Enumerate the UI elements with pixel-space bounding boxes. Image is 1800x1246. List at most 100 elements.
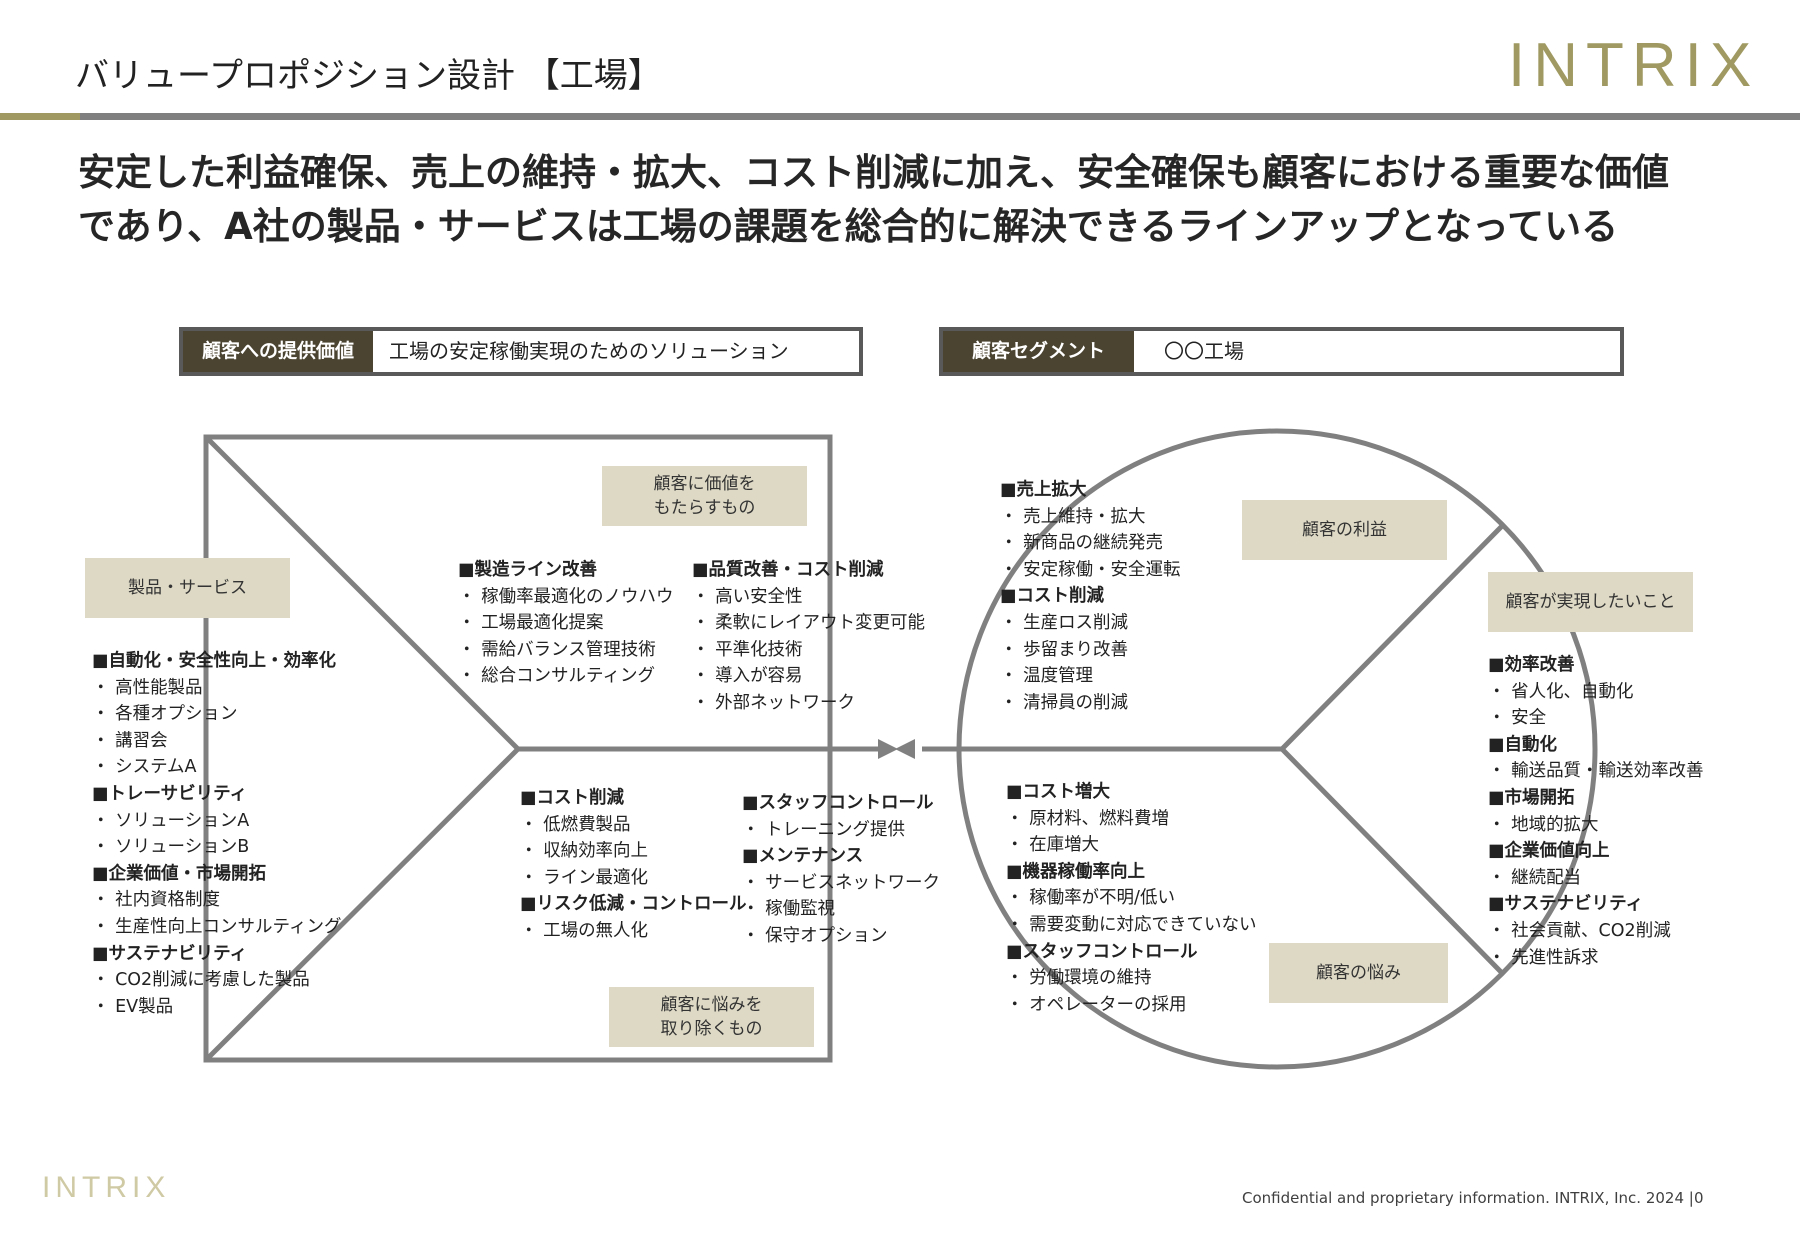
list-heading: ■自動化 (1488, 734, 1558, 755)
gain-creators-left-list: ■製造ライン改善 ・ 稼働率最適化のノウハウ ・ 工場最適化提案 ・ 需給バラン… (458, 557, 674, 690)
list-item: ・ 低燃費製品 (520, 814, 631, 835)
list-heading: ■コスト増大 (1006, 782, 1111, 802)
list-heading: ■品質改善・コスト削減 (692, 560, 884, 580)
list-item: ・ 社内資格制度 (92, 890, 221, 911)
page-title: バリュープロポジション設計 【工場】 (75, 56, 662, 96)
value-map-diagonal-top (204, 435, 520, 751)
tag-pains: 顧客の悩み (1269, 943, 1448, 1003)
list-item: ・ 労働環境の維持 (1006, 968, 1152, 989)
list-item: ・ 売上維持・拡大 (1000, 506, 1146, 527)
list-item: ・ 総合コンサルティング (458, 666, 656, 687)
list-item: ・ 外部ネットワーク (692, 692, 856, 713)
list-item: ・ 生産ロス削減 (1000, 612, 1129, 633)
list-item: ・ 工場最適化提案 (458, 613, 604, 634)
intrix-footer-logo: INTRIX (42, 1171, 171, 1204)
list-heading: ■企業価値・市場開拓 (92, 863, 267, 884)
tag-products-services: 製品・サービス (85, 558, 290, 618)
list-item: ・ 稼働監視 (742, 899, 836, 920)
list-item: ・ 需要変動に対応できていない (1006, 914, 1257, 935)
customer-jobs-list: ■効率改善 ・ 省人化、自動化 ・ 安全 ■自動化 ・ 輸送品質・輸送効率改善 … (1488, 652, 1704, 971)
list-item: ・ ソリューションB (92, 837, 250, 858)
list-item: ・ 生産性向上コンサルティング (92, 916, 342, 937)
list-item: ・ 柔軟にレイアウト変更可能 (692, 613, 926, 634)
list-item: ・ 安全 (1488, 708, 1547, 729)
list-item: ・ ライン最適化 (520, 867, 649, 888)
list-heading: ■サステナビリティ (92, 943, 248, 964)
list-item: ・ 工場の無人化 (520, 920, 649, 941)
list-item: ・ 高性能製品 (92, 677, 203, 698)
list-item: ・ 需給バランス管理技術 (458, 639, 656, 660)
pains-list: ■コスト増大 ・ 原材料、燃料費増 ・ 在庫増大 ■機器稼働率向上 ・ 稼働率が… (1006, 779, 1257, 1018)
list-heading: ■自動化・安全性向上・効率化 (92, 651, 337, 671)
tag-gains: 顧客の利益 (1242, 500, 1447, 560)
pain-relievers-right-list: ■スタッフコントロール ・ トレーニング提供 ■メンテナンス ・ サービスネット… (742, 790, 940, 950)
arrow-right-icon (878, 739, 898, 759)
list-heading: ■市場開拓 (1488, 787, 1575, 808)
list-item: ・ ソリューションA (92, 810, 250, 831)
customer-segment-label: 顧客セグメント (943, 331, 1134, 372)
tag-gain-creators-line-1: 顧客に価値を (653, 474, 756, 494)
customer-profile-line-bottom (1280, 747, 1505, 976)
list-item: ・ 高い安全性 (692, 586, 803, 607)
products-services-list: ■自動化・安全性向上・効率化 ・ 高性能製品 ・ 各種オプション ・ 講習会 ・… (92, 648, 342, 1020)
list-heading: ■スタッフコントロール (1006, 941, 1198, 962)
list-item: ・ 講習会 (92, 730, 168, 751)
list-heading: ■効率改善 (1488, 655, 1575, 675)
tag-customer-jobs: 顧客が実現したいこと (1488, 572, 1693, 632)
value-proposition-box: 顧客への提供価値 工場の安定稼働実現のためのソリューション (179, 327, 863, 376)
list-item: ・ 在庫増大 (1006, 835, 1100, 856)
list-item: ・ システムA (92, 757, 197, 778)
list-item: ・ 温度管理 (1000, 666, 1094, 687)
value-proposition-label: 顧客への提供価値 (183, 331, 373, 372)
list-item: ・ 清掃員の削減 (1000, 692, 1129, 713)
gains-list: ■売上拡大 ・ 売上維持・拡大 ・ 新商品の継続発売 ・ 安定稼働・安全運転 ■… (1000, 477, 1181, 716)
list-item: ・ トレーニング提供 (742, 819, 906, 840)
tag-pain-relievers-line-1: 顧客に悩みを (660, 995, 763, 1015)
list-item: ・ 保守オプション (742, 925, 888, 946)
tag-gain-creators: 顧客に価値を もたらすもの (602, 466, 807, 526)
list-heading: ■コスト削減 (1000, 586, 1105, 607)
page-number: 0 (1694, 1189, 1704, 1207)
headline: 安定した利益確保、売上の維持・拡大、コスト削減に加え、安全確保も顧客における重要… (78, 146, 1738, 254)
list-item: ・ 収納効率向上 (520, 841, 649, 862)
list-heading: ■トレーサビリティ (92, 783, 248, 804)
headline-line-2: であり、A社の製品・サービスは工場の課題を総合的に解決できるラインアップとなって… (78, 205, 1619, 248)
list-item: ・ 稼働率が不明/低い (1006, 888, 1175, 909)
list-item: ・ 新商品の継続発売 (1000, 533, 1164, 554)
list-item: ・ 輸送品質・輸送効率改善 (1488, 761, 1704, 782)
list-item: ・ 原材料、燃料費増 (1006, 808, 1170, 829)
list-item: ・ 導入が容易 (692, 666, 803, 687)
list-item: ・ 各種オプション (92, 704, 238, 725)
customer-segment-box: 顧客セグメント 〇〇工場 (939, 327, 1624, 376)
pain-relievers-left-list: ■コスト削減 ・ 低燃費製品 ・ 収納効率向上 ・ ライン最適化 ■リスク低減・… (520, 785, 747, 945)
gain-creators-right-list: ■品質改善・コスト削減 ・ 高い安全性 ・ 柔軟にレイアウト変更可能 ・ 平準化… (692, 557, 925, 717)
list-item: ・ 先進性訴求 (1488, 947, 1599, 968)
list-item: ・ CO2削減に考慮した製品 (92, 970, 310, 991)
list-heading: ■製造ライン改善 (458, 560, 598, 580)
confidential-notice: Confidential and proprietary information… (1242, 1189, 1694, 1207)
tag-gain-creators-line-2: もたらすもの (653, 498, 756, 518)
title-divider (0, 113, 1800, 120)
tag-pain-relievers-line-2: 取り除くもの (660, 1019, 763, 1039)
list-item: ・ EV製品 (92, 996, 174, 1017)
headline-line-1: 安定した利益確保、売上の維持・拡大、コスト削減に加え、安全確保も顧客における重要… (78, 151, 1669, 194)
list-item: ・ 稼働率最適化のノウハウ (458, 586, 674, 607)
tag-pain-relievers: 顧客に悩みを 取り除くもの (609, 987, 814, 1047)
intrix-logo: INTRIX (1508, 31, 1760, 100)
list-heading: ■スタッフコントロール (742, 793, 934, 813)
customer-segment-value: 〇〇工場 (1164, 339, 1244, 363)
list-item: ・ 地域的拡大 (1488, 814, 1599, 835)
list-heading: ■メンテナンス (742, 846, 864, 867)
list-heading: ■企業価値向上 (1488, 841, 1610, 862)
list-heading: ■コスト削減 (520, 788, 625, 808)
title-divider-accent (0, 113, 80, 120)
list-item: ・ 平準化技術 (692, 639, 803, 660)
list-heading: ■機器稼働率向上 (1006, 861, 1146, 882)
list-item: ・ 歩留まり改善 (1000, 639, 1129, 660)
list-heading: ■売上拡大 (1000, 480, 1087, 500)
value-map-diagonal-bottom (204, 747, 520, 1062)
arrow-left-icon (895, 739, 915, 759)
list-item: ・ 安定稼働・安全運転 (1000, 559, 1181, 580)
